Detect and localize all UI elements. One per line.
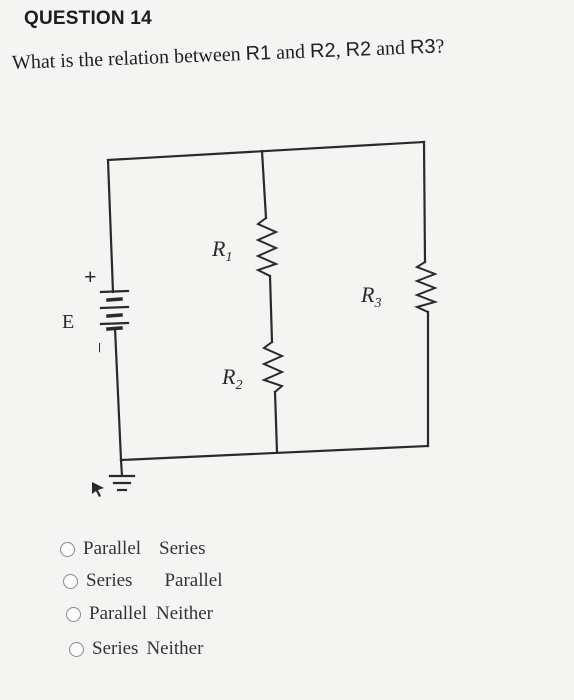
r1-ref: R1 xyxy=(245,42,272,66)
r3-resistor xyxy=(414,260,439,314)
battery-symbol xyxy=(99,289,130,331)
r2-resistor xyxy=(261,340,285,394)
option-a-label: Series xyxy=(86,570,133,591)
option-a-label: Parallel xyxy=(89,603,148,624)
question-mark: ? xyxy=(435,35,445,58)
option-a-label: Parallel xyxy=(83,538,142,559)
r2-ref: R2 xyxy=(309,39,337,63)
circuit-diagram: E + − R1 R2 R3 xyxy=(62,140,439,497)
bottom-wire xyxy=(119,444,430,462)
r3-ref: R3 xyxy=(409,35,436,59)
left-wire-upper xyxy=(106,158,115,294)
radio-button[interactable] xyxy=(66,606,81,622)
middle-wire-bottom xyxy=(273,390,279,454)
r2-ref-second: R2 xyxy=(345,38,372,62)
question-text-and: and xyxy=(270,40,311,65)
radio-button[interactable] xyxy=(63,573,78,589)
option-parallel-series[interactable]: Parallel Series xyxy=(60,538,205,560)
radio-button[interactable] xyxy=(69,641,84,657)
option-a-label: Series xyxy=(92,638,139,659)
option-b-label: Series xyxy=(159,538,206,559)
option-series-neither[interactable]: Series Neither xyxy=(69,638,203,660)
r3-label: R3 xyxy=(360,282,381,311)
radio-button[interactable] xyxy=(60,541,75,557)
right-wire-top xyxy=(422,140,427,264)
option-b-label: Neither xyxy=(146,638,204,659)
question-text-prefix: What is the relation between xyxy=(11,43,247,74)
middle-wire-top xyxy=(260,149,268,220)
mouse-cursor-icon xyxy=(92,482,104,497)
minus-label: − xyxy=(88,342,110,353)
r2-label: R2 xyxy=(221,364,242,393)
option-b-label: Neither xyxy=(156,603,214,624)
answer-options: Parallel Series Series Parallel Parallel… xyxy=(60,530,380,680)
r1-label: R1 xyxy=(211,236,232,265)
option-b-label: Parallel xyxy=(164,570,223,591)
source-label-e: E xyxy=(62,311,74,333)
top-wire xyxy=(106,140,426,162)
left-wire-lower xyxy=(113,326,123,462)
plus-label: + xyxy=(84,264,97,289)
middle-wire-mid xyxy=(268,274,274,344)
question-text: What is the relation between R1 and R2, … xyxy=(12,35,445,75)
question-text-and-second: and xyxy=(370,36,411,61)
ground-symbol xyxy=(108,458,136,492)
question-header: QUESTION 14 xyxy=(24,8,152,29)
option-series-parallel[interactable]: Series Parallel xyxy=(63,570,222,592)
r1-resistor xyxy=(255,216,279,278)
option-parallel-neither[interactable]: Parallel Neither xyxy=(66,603,213,625)
